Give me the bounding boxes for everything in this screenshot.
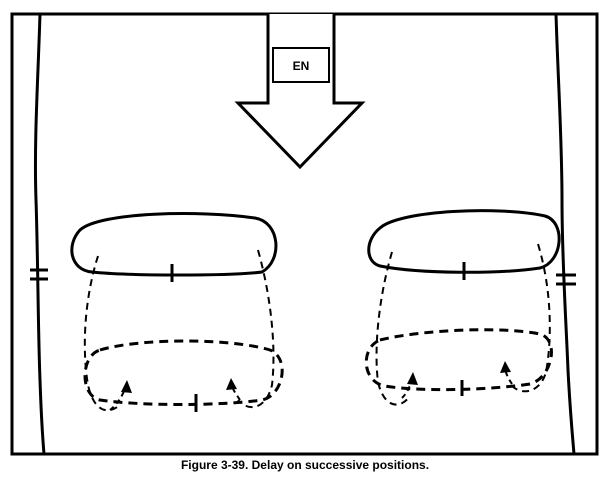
left-boundary-line [33,13,46,455]
left-forward-position [70,212,278,277]
left-rear-position [83,339,284,406]
right-withdrawal-arrowhead-right [500,361,511,373]
left-withdrawal-arrow-left [109,385,127,411]
right-withdrawal-route-outer-left [375,251,411,406]
right-boundary-line [554,13,576,455]
right-rear-position [364,328,553,392]
right-withdrawal-route-outer-right [509,243,551,393]
left-withdrawal-arrow-right [230,383,241,401]
enemy-label: EN [293,59,310,73]
enemy-label-box [272,47,330,83]
left-withdrawal-arrowhead-left [121,380,132,393]
enemy-direction-arrow [234,14,366,170]
left-withdrawal-route-outer-left [83,255,121,412]
right-withdrawal-arrowhead-left [407,372,418,385]
right-withdrawal-arrow-right [504,367,513,385]
figure-caption: Figure 3-39. Delay on successive positio… [180,458,430,472]
right-forward-position [367,209,561,274]
left-withdrawal-route-outer-right [237,249,275,409]
left-withdrawal-arrowhead-right [226,378,237,390]
